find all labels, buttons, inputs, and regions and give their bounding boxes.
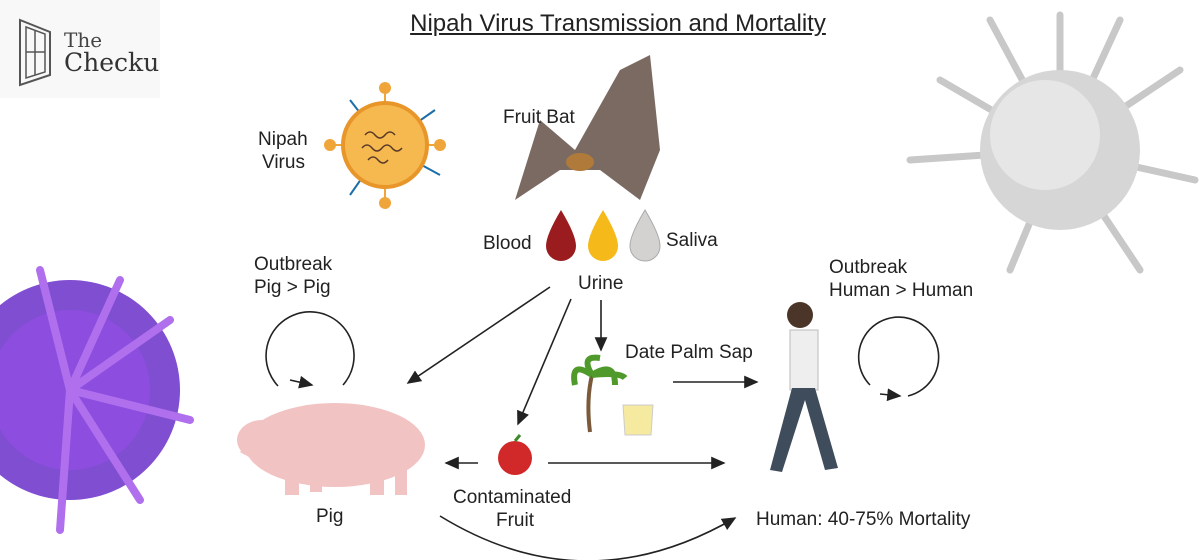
label-outbreak-human-1: Outbreak bbox=[829, 257, 908, 278]
logo: The Checku bbox=[0, 0, 160, 98]
apple-icon bbox=[498, 434, 532, 475]
label-nipah-1: Nipah bbox=[258, 129, 308, 150]
label-pig: Pig bbox=[316, 506, 344, 527]
label-nipah-2: Virus bbox=[262, 152, 305, 173]
label-human-mortality: Human: 40-75% Mortality bbox=[756, 509, 971, 530]
label-blood: Blood bbox=[483, 233, 532, 254]
label-urine: Urine bbox=[578, 273, 624, 294]
sap-glass-icon bbox=[622, 404, 654, 436]
label-date-palm-sap: Date Palm Sap bbox=[625, 342, 753, 363]
label-outbreak-pig-1: Outbreak bbox=[254, 254, 333, 275]
page-title: Nipah Virus Transmission and Mortality bbox=[410, 10, 826, 37]
window-logo-icon bbox=[19, 18, 51, 87]
label-saliva: Saliva bbox=[666, 230, 718, 251]
label-contaminated-2: Fruit bbox=[496, 510, 534, 531]
purple-virus-image bbox=[0, 266, 194, 534]
human-walking-icon bbox=[770, 302, 838, 472]
nipah-virus-icon bbox=[324, 82, 446, 209]
urine-drop-icon bbox=[588, 210, 618, 261]
grey-virus-image bbox=[906, 11, 1199, 274]
transmission-arrows bbox=[265, 286, 940, 560]
fruit-bat-icon bbox=[515, 55, 660, 200]
label-fruit-bat: Fruit Bat bbox=[503, 107, 575, 128]
label-outbreak-human-2: Human > Human bbox=[829, 280, 974, 301]
blood-drop-icon bbox=[546, 210, 576, 261]
label-contaminated-1: Contaminated bbox=[453, 487, 572, 508]
label-outbreak-pig-2: Pig > Pig bbox=[254, 277, 331, 298]
palm-tree-icon bbox=[571, 354, 628, 433]
logo-text-checku: Checku bbox=[64, 48, 160, 77]
saliva-drop-icon bbox=[629, 209, 661, 262]
logo-text-the: The bbox=[64, 28, 103, 52]
pig-icon bbox=[237, 403, 425, 495]
